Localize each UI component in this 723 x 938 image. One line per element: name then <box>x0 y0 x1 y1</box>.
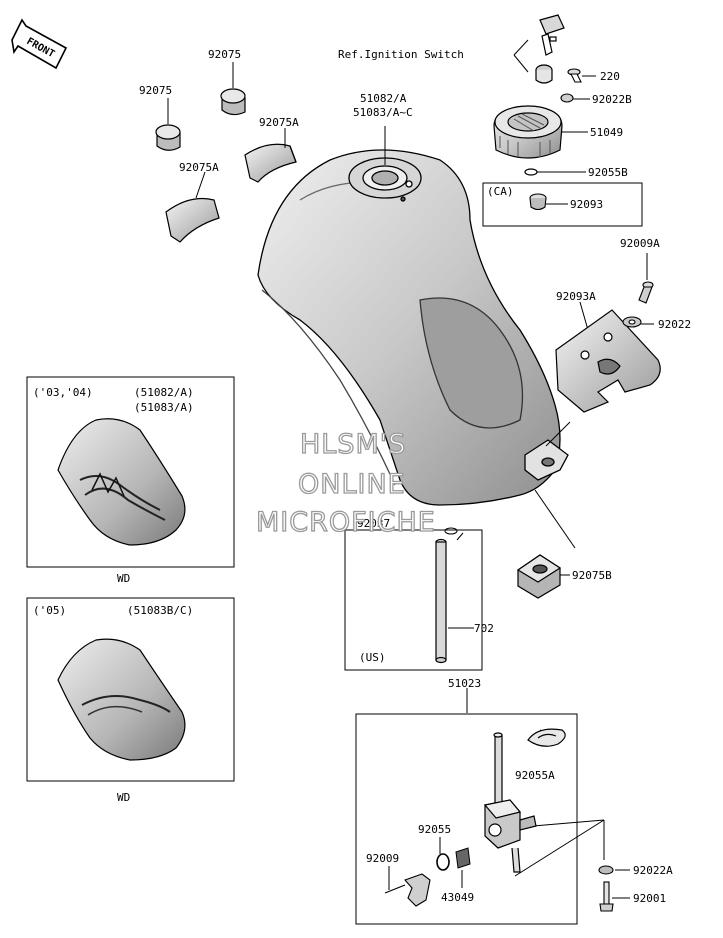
watermark-line2: ONLINE <box>297 469 406 500</box>
damper-92075-left-icon <box>155 124 181 151</box>
front-arrow-icon: FRONT <box>11 18 68 70</box>
part-label-51023[interactable]: 51023 <box>448 677 482 690</box>
part-label-92093a[interactable]: 92093A <box>556 290 596 303</box>
part-label-92037[interactable]: 92037 <box>357 517 391 530</box>
part-label-92075-top[interactable]: 92075 <box>208 48 242 61</box>
inset-a-caption: WD <box>117 572 131 585</box>
shroud-05-icon <box>57 638 186 761</box>
part-label-92022b[interactable]: 92022B <box>592 93 632 106</box>
oring-92055-icon <box>436 853 450 871</box>
ignition-key-icon <box>535 14 565 84</box>
part-label-92009[interactable]: 92009 <box>366 852 400 865</box>
part-label-92055b[interactable]: 92055B <box>588 166 628 179</box>
part-label-92022[interactable]: 92022 <box>658 318 692 331</box>
damper-92075-top-icon <box>220 88 246 116</box>
bolt-92001-icon <box>599 881 614 912</box>
part-label-92055[interactable]: 92055 <box>418 823 452 836</box>
valve-92093-icon <box>529 193 547 211</box>
washer-92022-icon <box>622 316 642 328</box>
inset-a-year: ('03,'04) <box>33 386 93 399</box>
inset-b-code: (51083B/C) <box>127 604 194 617</box>
part-label-702[interactable]: 702 <box>474 622 494 635</box>
part-label-51082[interactable]: 51082/A <box>360 92 407 105</box>
washer-92022a-icon <box>598 865 614 875</box>
pad-92093a-icon <box>555 309 661 413</box>
oring-92055b-icon <box>524 168 538 176</box>
damper-92075a-left-icon <box>165 197 220 243</box>
fuel-cock-box <box>355 713 578 925</box>
part-label-51083[interactable]: 51083/A~C <box>353 106 413 119</box>
watermark-line3: MICROFICHE <box>255 507 436 538</box>
us-tag: (US) <box>359 651 386 664</box>
clamp-92037-icon <box>444 527 458 535</box>
gasket-92055a-icon <box>527 728 566 747</box>
lever-92009-icon <box>384 873 431 907</box>
damper-92075a-right-icon <box>244 143 297 183</box>
hose-702-icon <box>435 538 447 664</box>
part-label-92001[interactable]: 92001 <box>633 892 667 905</box>
part-label-92093[interactable]: 92093 <box>570 198 604 211</box>
part-label-92022a[interactable]: 92022A <box>633 864 673 877</box>
ca-box <box>482 182 643 227</box>
inset-a-code2: (51083/A) <box>134 401 194 414</box>
inset-03-04-box <box>26 376 235 568</box>
inset-b-caption: WD <box>117 791 131 804</box>
part-label-43049[interactable]: 43049 <box>441 891 475 904</box>
part-label-92075a-right[interactable]: 92075A <box>259 116 299 129</box>
watermark-line1: HLSM'S <box>299 429 407 460</box>
fuel-cap-icon <box>493 105 563 159</box>
part-label-220[interactable]: 220 <box>600 70 620 83</box>
inset-b-year: ('05) <box>33 604 67 617</box>
part-label-92075-left[interactable]: 92075 <box>139 84 173 97</box>
part-label-92055a[interactable]: 92055A <box>515 769 555 782</box>
inset-a-code1: (51082/A) <box>134 386 194 399</box>
part-label-92009a[interactable]: 92009A <box>620 237 660 250</box>
leader-lines <box>167 39 654 899</box>
shroud-03-04-icon <box>57 418 186 546</box>
washer-92022b-icon <box>560 93 574 103</box>
bolt-220-icon <box>567 68 582 83</box>
filter-43049-icon <box>455 847 471 869</box>
part-label-92075a-left[interactable]: 92075A <box>179 161 219 174</box>
fuel-tank-icon <box>257 149 569 506</box>
fuel-cock-51023-icon <box>483 732 537 873</box>
ref-ignition-switch-label: Ref.Ignition Switch <box>338 48 464 61</box>
part-label-92075b[interactable]: 92075B <box>572 569 612 582</box>
ca-tag: (CA) <box>487 185 514 198</box>
us-box <box>344 529 483 671</box>
damper-92075b-icon <box>516 554 562 599</box>
inset-05-box <box>26 597 235 782</box>
bolt-92009a-icon <box>638 281 654 304</box>
part-label-51049[interactable]: 51049 <box>590 126 624 139</box>
